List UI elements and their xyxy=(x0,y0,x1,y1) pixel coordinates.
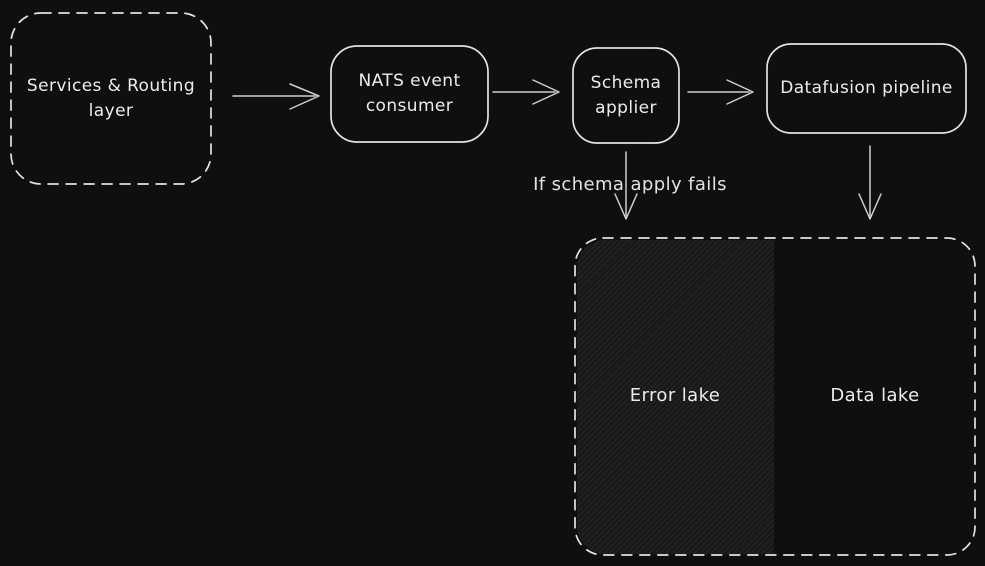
arrowhead-datafusion-to-data-lake xyxy=(858,193,882,220)
services-routing-box-outline xyxy=(10,12,212,185)
datafusion-pipeline-node-label: Datafusion pipeline xyxy=(780,78,953,99)
datafusion-pipeline-box-outline xyxy=(766,43,967,134)
nats-consumer-node-label: NATS event consumer xyxy=(358,71,461,116)
arrowhead-schema-to-datafusion xyxy=(726,79,754,105)
arrowhead-services-to-nats xyxy=(289,83,320,110)
nats-consumer-box-outline xyxy=(330,45,489,143)
schema-applier-node-label: Schema applier xyxy=(590,72,662,118)
lakes-container-outline xyxy=(574,237,976,556)
arrowhead-schema-to-error-lake xyxy=(614,193,638,220)
data-lake-label: Data lake xyxy=(830,385,920,407)
arrowhead-nats-to-schema xyxy=(532,79,560,105)
error-lake-label: Error lake xyxy=(629,385,721,407)
schema-applier-box-outline xyxy=(572,47,680,144)
services-routing-node-label: Services & Routing layer xyxy=(26,75,196,121)
schema-fail-annotation: If schema apply fails xyxy=(533,173,727,195)
error-lake-hatch-fill xyxy=(577,240,774,554)
